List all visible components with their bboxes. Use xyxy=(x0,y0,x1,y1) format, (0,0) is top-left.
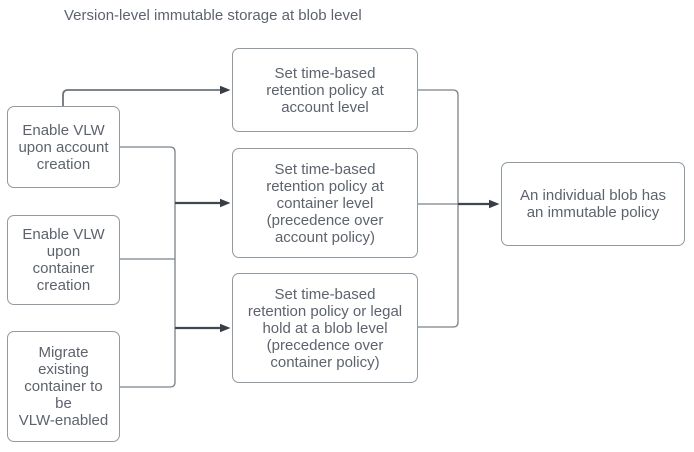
connector-left-trunk xyxy=(120,146,176,388)
arrowhead-m3 xyxy=(220,323,231,333)
node-enable-vlw-account: Enable VLW upon account creation xyxy=(7,106,120,188)
arrow-l1-to-m1 xyxy=(62,89,220,106)
connector-right-trunk xyxy=(418,89,459,328)
node-retention-container-level: Set time-based retention policy at conta… xyxy=(232,148,418,258)
arrowhead-m1 xyxy=(220,85,231,95)
diagram-title: Version-level immutable storage at blob … xyxy=(64,7,362,24)
arrowhead-m2 xyxy=(220,198,231,208)
node-migrate-existing-container: Migrate existing container to be VLW-ena… xyxy=(7,331,120,442)
node-retention-account-level: Set time-based retention policy at accou… xyxy=(232,48,418,132)
arrowhead-r1 xyxy=(489,199,500,209)
node-retention-blob-level: Set time-based retention policy or legal… xyxy=(232,273,418,383)
node-enable-vlw-container: Enable VLW upon container creation xyxy=(7,215,120,305)
node-blob-immutable-policy: An individual blob has an immutable poli… xyxy=(501,162,685,246)
